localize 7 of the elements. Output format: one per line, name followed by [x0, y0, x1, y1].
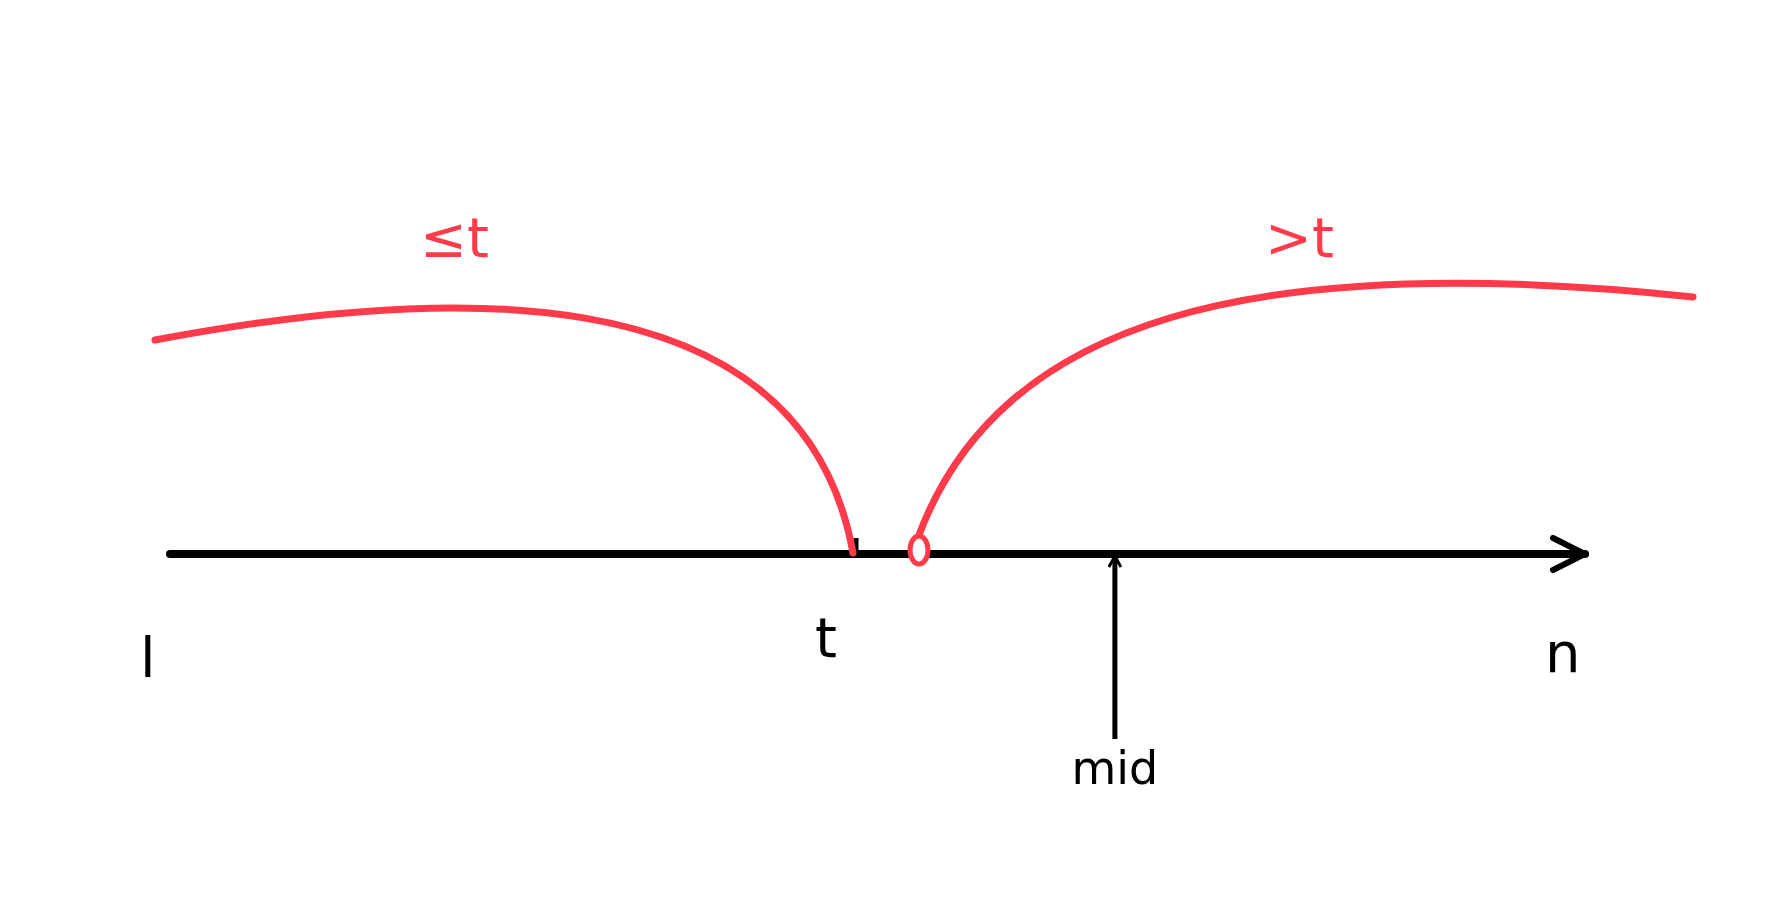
point-label: n	[1545, 625, 1581, 681]
range-label: >t	[1265, 210, 1334, 266]
pointer-label: mid	[1071, 745, 1159, 791]
range-label: ≤t	[420, 210, 489, 266]
point-label: l	[140, 630, 156, 686]
point-label: t	[815, 610, 837, 666]
number-line-axis	[166, 535, 1589, 573]
